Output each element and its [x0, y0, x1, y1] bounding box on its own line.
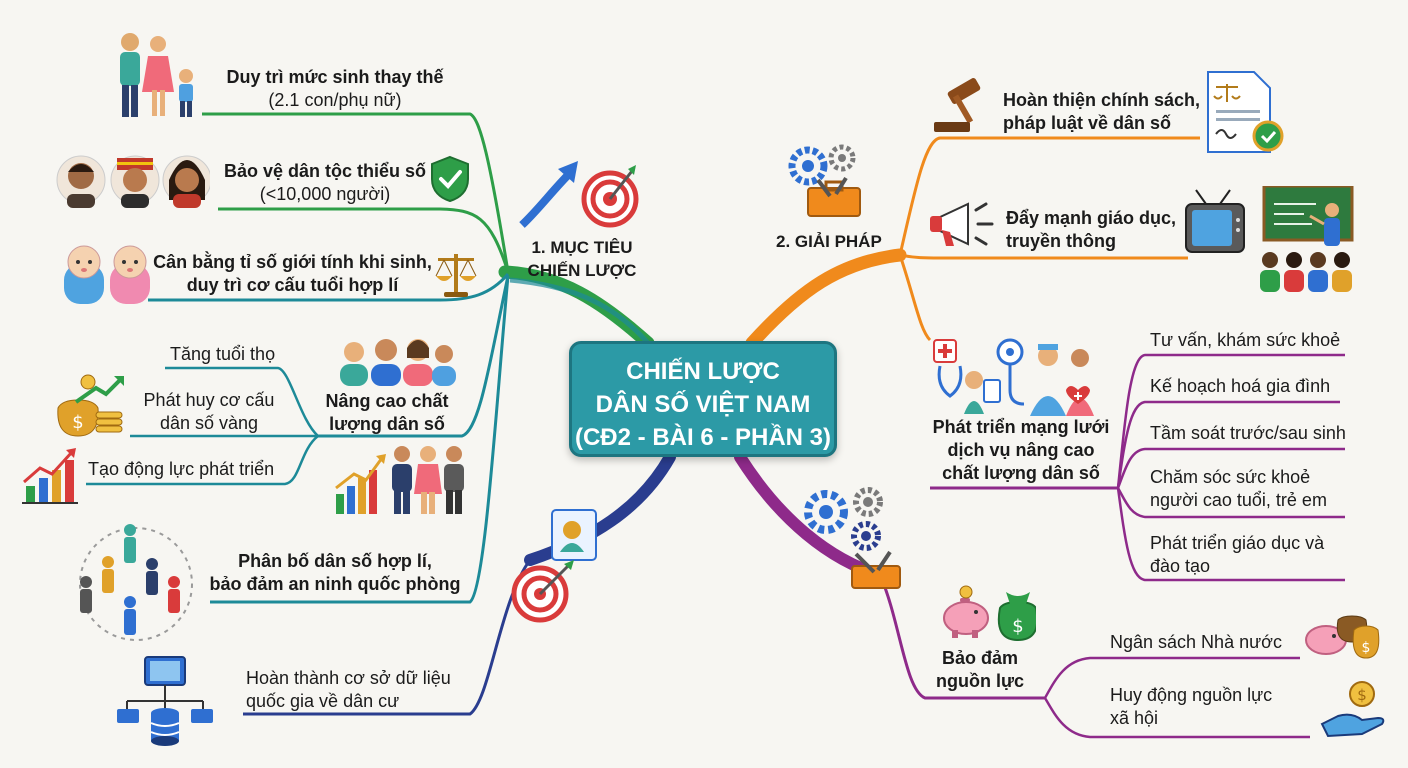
quality-longevity: Tăng tuổi thọ	[170, 344, 276, 364]
chart-people-icon	[335, 446, 464, 514]
family-icon	[120, 33, 193, 117]
resources-budget: Ngân sách Nhà nước	[1110, 632, 1282, 652]
goal-minority-line1: Bảo vệ dân tộc thiểu số	[223, 161, 427, 181]
network-item-4-line1: Chăm sóc sức khoẻ	[1150, 467, 1311, 487]
network-item-5-line1: Phát triển giáo dục và	[1150, 533, 1325, 553]
profile-target-icon	[511, 509, 597, 623]
goal-fertility-line2: (2.1 con/phụ nữ)	[268, 90, 402, 110]
database-network-icon	[117, 656, 213, 746]
scales-icon	[435, 254, 477, 297]
resources-social-line2: xã hội	[1110, 708, 1159, 728]
gears-tools-icon	[804, 487, 901, 589]
branch-solutions-title: 2. GIẢI PHÁP	[776, 232, 882, 251]
quality-motivation: Tạo động lực phát triển	[88, 459, 275, 479]
goal-minority: Bảo vệ dân tộc thiểu số (<10,000 người)	[215, 160, 435, 206]
resources-social: Huy động nguồn lực xã hội	[1110, 684, 1272, 730]
goal-fertility-line1: Duy trì mức sinh thay thế	[226, 67, 444, 87]
hand-coin-icon: $	[1320, 681, 1385, 738]
solution-policy-line1: Hoàn thiện chính sách,	[1003, 90, 1201, 110]
network-item-2: Kế hoạch hoá gia đình	[1150, 376, 1331, 396]
solution-education: Đẩy mạnh giáo dục, truyền thông	[1006, 207, 1176, 253]
goal-quality-line2: lượng dân số	[329, 414, 445, 434]
goal-distribution: Phân bố dân số hợp lí, bảo đảm an ninh q…	[205, 550, 465, 596]
money-growth-icon: $	[57, 374, 124, 437]
goal-sex-ratio-line2: duy trì cơ cấu tuổi hợp lí	[186, 275, 399, 295]
branch-database-navy	[524, 451, 676, 566]
bar-chart-growth-icon	[22, 448, 78, 504]
piggy-bank-money-bag-icon: $	[943, 585, 1036, 642]
goal-distribution-line1: Phân bố dân số hợp lí,	[238, 551, 432, 571]
branch-goals-title-line2: CHIẾN LƯỢC	[527, 261, 637, 280]
solution-policy: Hoàn thiện chính sách, pháp luật về dân …	[1003, 89, 1200, 135]
svg-text:$: $	[1357, 686, 1367, 704]
svg-text:$: $	[72, 412, 83, 433]
branch-goals-title: 1. MỤC TIÊU CHIẾN LƯỢC	[520, 236, 644, 282]
central-topic-line3: (CĐ2 - BÀI 6 - PHẦN 3)	[574, 424, 832, 451]
quality-golden-structure: Phát huy cơ cấu dân số vàng	[135, 389, 283, 435]
goal-quality: Nâng cao chất lượng dân số	[318, 390, 456, 436]
babies-icon	[64, 245, 150, 304]
solution-education-line2: truyền thông	[1006, 231, 1116, 251]
megaphone-icon	[930, 202, 994, 246]
population-distribution-icon	[79, 524, 193, 641]
solution-network-line3: chất lượng dân số	[942, 463, 1100, 483]
central-topic-line1: CHIẾN LƯỢC	[626, 358, 780, 385]
goal-fertility: Duy trì mức sinh thay thế (2.1 con/phụ n…	[210, 66, 460, 112]
network-item-5: Phát triển giáo dục và đào tạo	[1150, 532, 1324, 578]
goal-database: Hoàn thành cơ sở dữ liệu quốc gia về dân…	[246, 667, 451, 713]
network-item-4-line2: người cao tuổi, trẻ em	[1150, 490, 1327, 510]
goal-sex-ratio: Cân bằng tỉ số giới tính khi sinh, duy t…	[150, 251, 435, 297]
goal-sex-ratio-line1: Cân bằng tỉ số giới tính khi sinh,	[153, 252, 432, 272]
gavel-icon	[934, 78, 981, 132]
network-item-1: Tư vấn, khám sức khoẻ	[1150, 330, 1341, 350]
quality-golden-line1: Phát huy cơ cấu	[143, 390, 275, 410]
central-topic: CHIẾN LƯỢC DÂN SỐ VIỆT NAM (CĐ2 - BÀI 6 …	[569, 341, 837, 457]
goal-distribution-line2: bảo đảm an ninh quốc phòng	[209, 574, 461, 594]
network-item-5-line2: đào tạo	[1150, 556, 1211, 576]
central-topic-line2: DÂN SỐ VIỆT NAM	[595, 391, 811, 418]
goal-database-line2: quốc gia về dân cư	[246, 691, 400, 711]
ethnic-minority-faces-icon	[56, 155, 210, 208]
tv-classroom-icon	[1185, 186, 1354, 292]
solution-resources-line2: nguồn lực	[935, 671, 1025, 691]
shield-check-icon	[431, 155, 469, 203]
svg-text:$: $	[1362, 640, 1371, 656]
people-group-icon	[340, 339, 456, 386]
network-item-3: Tầm soát trước/sau sinh	[1150, 423, 1346, 443]
branch-solutions-orange	[745, 248, 907, 350]
quality-golden-line2: dân số vàng	[159, 413, 259, 433]
goal-database-line1: Hoàn thành cơ sở dữ liệu	[246, 668, 451, 688]
solution-education-line1: Đẩy mạnh giáo dục,	[1006, 208, 1177, 228]
solution-resources: Bảo đảm nguồn lực	[930, 647, 1030, 693]
resources-social-line1: Huy động nguồn lực	[1110, 685, 1273, 705]
branch-goals-title-line1: 1. MỤC TIÊU	[531, 238, 633, 257]
medical-services-icon	[933, 338, 1094, 416]
arrow-target-icon	[519, 161, 639, 228]
branch-goals-teal	[509, 277, 650, 345]
solution-network-line2: dịch vụ nâng cao	[947, 440, 1095, 460]
goal-quality-line1: Nâng cao chất	[325, 391, 449, 411]
legal-document-icon	[1207, 71, 1284, 153]
toolbox-gears-icon	[788, 144, 861, 217]
solution-resources-line1: Bảo đảm	[941, 648, 1019, 668]
solution-policy-line2: pháp luật về dân số	[1003, 113, 1172, 133]
network-item-4: Chăm sóc sức khoẻ người cao tuổi, trẻ em	[1150, 466, 1327, 512]
solution-network: Phát triển mạng lưới dịch vụ nâng cao ch…	[930, 416, 1112, 485]
solution-network-line1: Phát triển mạng lưới	[932, 417, 1110, 437]
goal-minority-line2: (<10,000 người)	[259, 184, 391, 204]
budget-piggy-bags-icon: $	[1305, 615, 1380, 659]
svg-text:$: $	[1012, 616, 1023, 637]
